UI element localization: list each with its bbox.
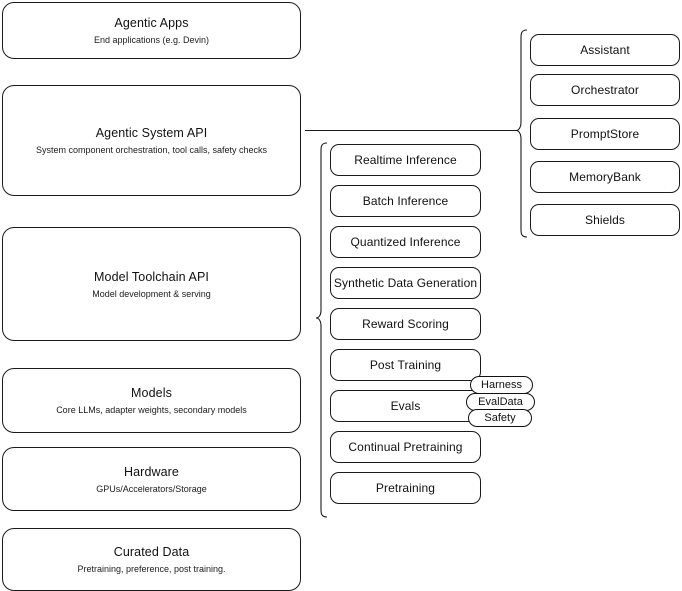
capability-synthetic-data-generation[interactable]: Synthetic Data Generation: [330, 267, 481, 299]
capability-post-training[interactable]: Post Training: [330, 349, 481, 381]
component-label: Orchestrator: [571, 83, 639, 97]
agentic-component-assistant[interactable]: Assistant: [530, 34, 680, 66]
stack-layer-hardware[interactable]: Hardware GPUs/Accelerators/Storage: [2, 447, 301, 511]
layer-subtitle: End applications (e.g. Devin): [93, 35, 210, 45]
layer-subtitle: Pretraining, preference, post training.: [77, 564, 226, 574]
capability-realtime-inference[interactable]: Realtime Inference: [330, 144, 481, 176]
capability-label: Continual Pretraining: [348, 440, 463, 454]
stack-layer-curated-data[interactable]: Curated Data Pretraining, preference, po…: [2, 528, 301, 591]
capability-continual-pretraining[interactable]: Continual Pretraining: [330, 431, 481, 463]
stack-layer-model-toolchain-api[interactable]: Model Toolchain API Model development & …: [2, 227, 301, 341]
agentic-component-shields[interactable]: Shields: [530, 204, 680, 236]
brace-toolchain-capabilities: [315, 142, 328, 518]
capability-label: Quantized Inference: [350, 235, 461, 249]
layer-title: Hardware: [124, 464, 179, 479]
layer-title: Agentic System API: [95, 126, 208, 140]
capability-batch-inference[interactable]: Batch Inference: [330, 185, 481, 217]
component-label: Shields: [584, 213, 626, 227]
stack-layer-agentic-system-api[interactable]: Agentic System API System component orch…: [2, 85, 301, 196]
layer-title: Model Toolchain API: [94, 269, 209, 284]
layer-subtitle: Model development & serving: [92, 288, 211, 299]
agentic-component-promptstore[interactable]: PromptStore: [530, 118, 680, 150]
component-label: Assistant: [580, 43, 630, 57]
layer-subtitle: Core LLMs, adapter weights, secondary mo…: [56, 405, 247, 415]
component-label: MemoryBank: [569, 170, 641, 184]
layer-subtitle: GPUs/Accelerators/Storage: [96, 483, 207, 494]
component-label: PromptStore: [570, 127, 640, 141]
capability-label: Realtime Inference: [354, 153, 457, 167]
stack-layer-models[interactable]: Models Core LLMs, adapter weights, secon…: [2, 368, 301, 433]
layer-title: Models: [131, 386, 172, 400]
capability-label: Reward Scoring: [362, 317, 449, 331]
eval-tag-safety[interactable]: Safety: [468, 409, 532, 427]
capability-label: Synthetic Data Generation: [333, 276, 478, 290]
capability-quantized-inference[interactable]: Quantized Inference: [330, 226, 481, 258]
layer-title: Agentic Apps: [114, 16, 189, 30]
agentic-component-memorybank[interactable]: MemoryBank: [530, 161, 680, 193]
eval-tag-harness[interactable]: Harness: [470, 376, 533, 394]
brace-agentic-system-components: [515, 29, 528, 238]
capability-label: Batch Inference: [362, 194, 449, 208]
capability-label: Post Training: [369, 358, 442, 372]
stack-layer-agentic-apps[interactable]: Agentic Apps End applications (e.g. Devi…: [2, 2, 301, 59]
capability-pretraining[interactable]: Pretraining: [330, 472, 481, 504]
capability-reward-scoring[interactable]: Reward Scoring: [330, 308, 481, 340]
layer-subtitle: System component orchestration, tool cal…: [35, 145, 268, 155]
capability-evals[interactable]: Evals: [330, 390, 481, 422]
agentic-component-orchestrator[interactable]: Orchestrator: [530, 74, 680, 106]
capability-label: Evals: [390, 399, 421, 413]
layer-title: Curated Data: [113, 545, 190, 559]
capability-label: Pretraining: [375, 481, 436, 495]
